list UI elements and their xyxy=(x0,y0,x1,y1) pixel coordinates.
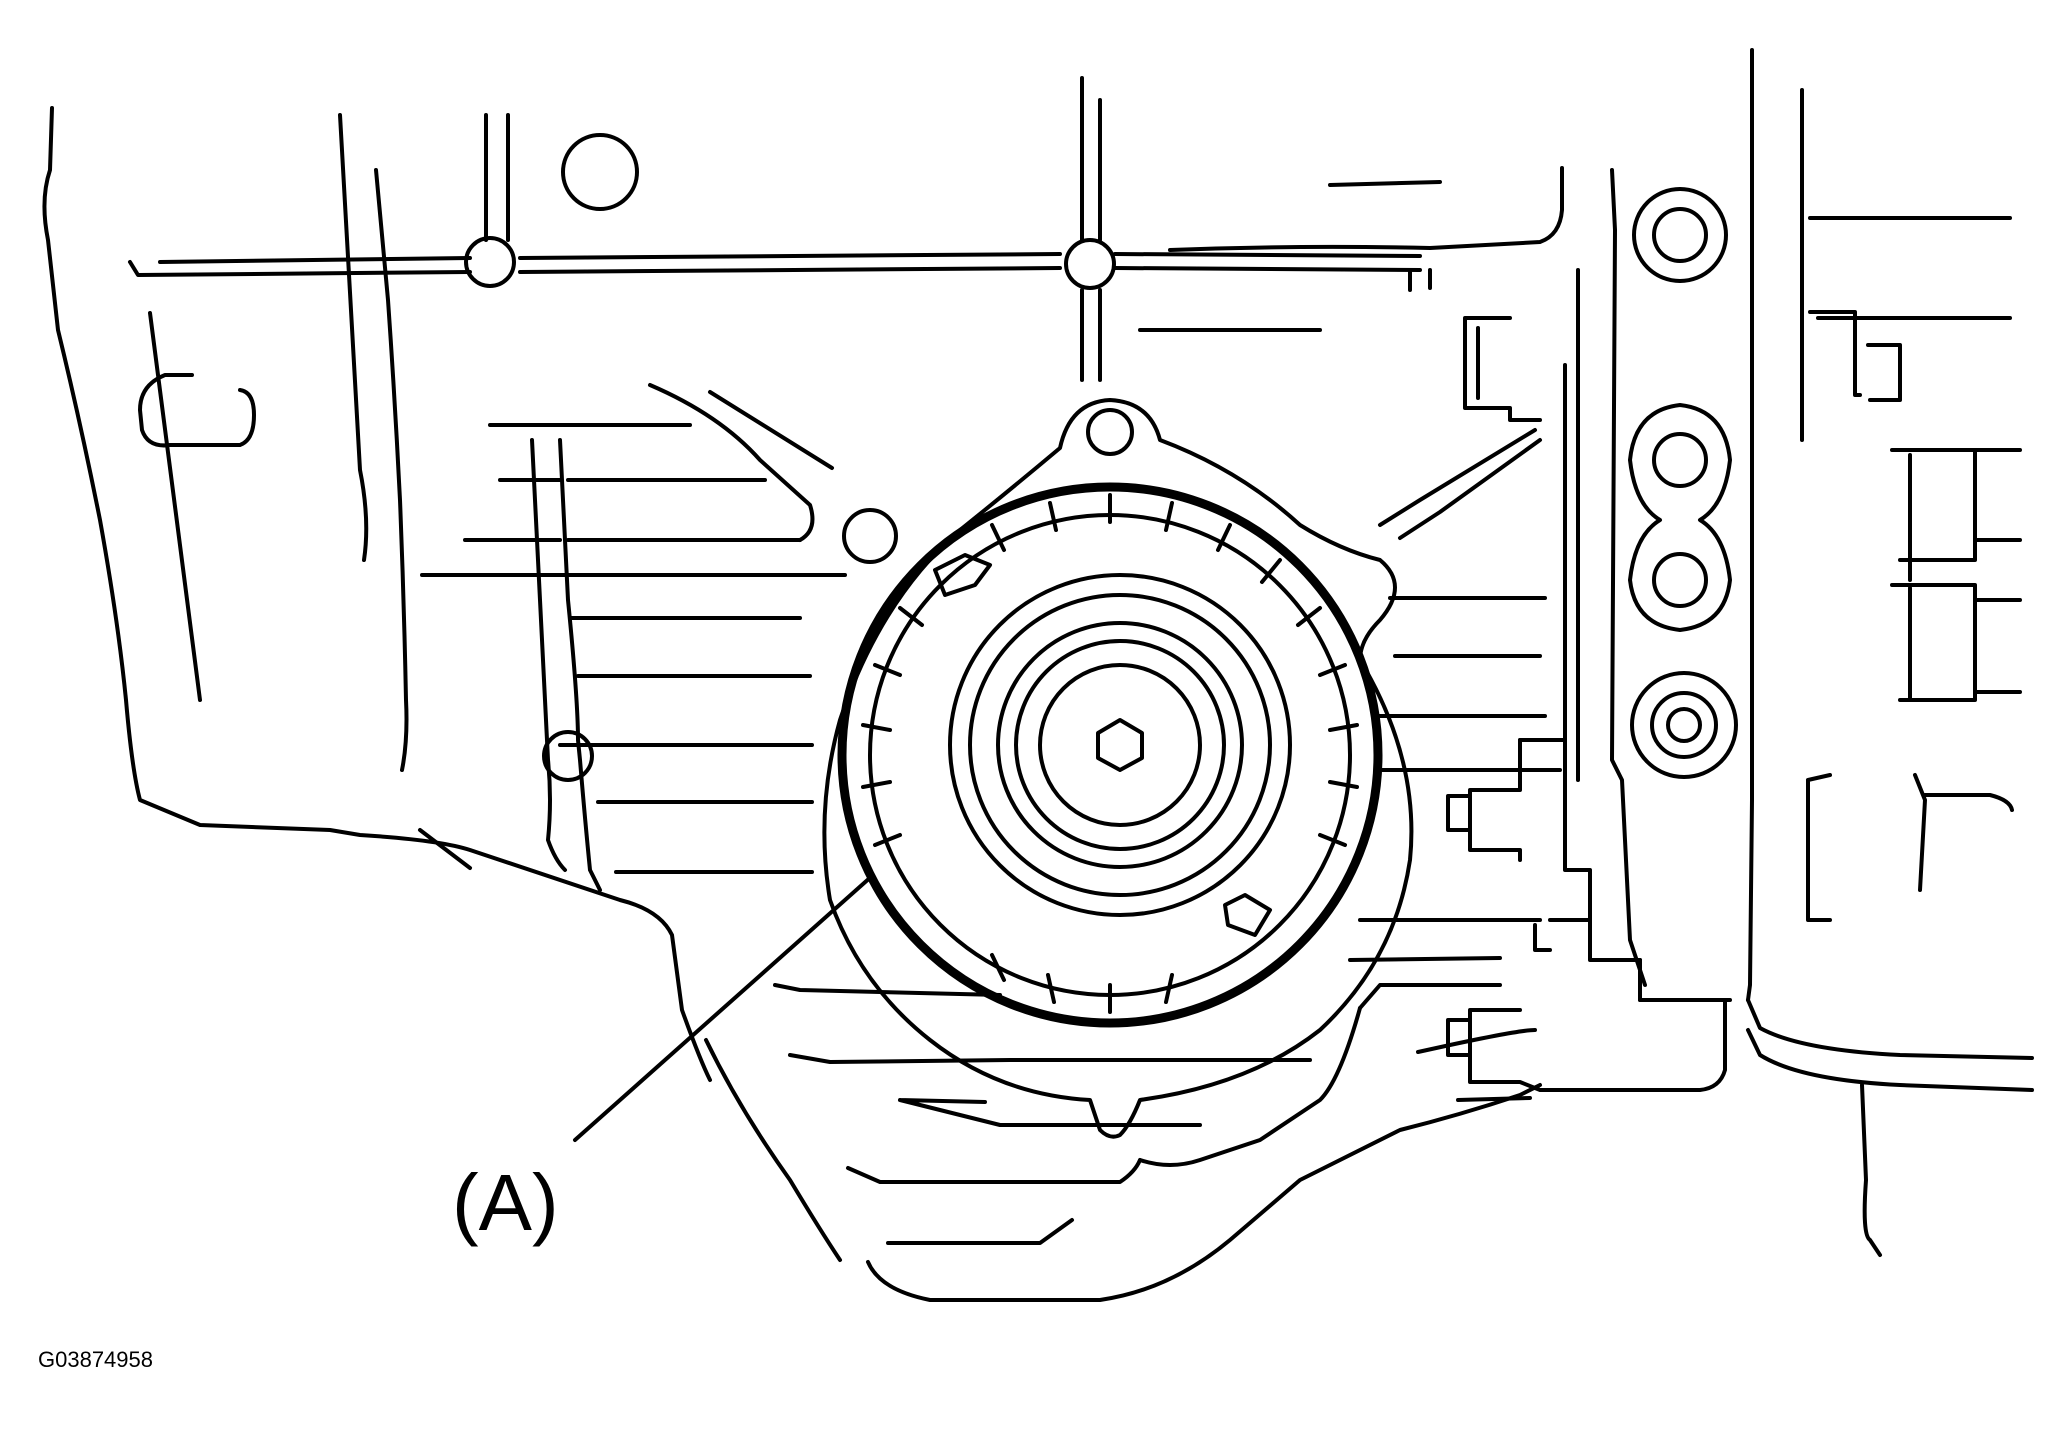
plug-icon xyxy=(1652,207,1708,263)
plug-icon xyxy=(1666,707,1702,743)
retaining-clip xyxy=(1223,893,1272,937)
ring-teeth xyxy=(861,493,1359,1014)
retaining-clip xyxy=(933,553,992,597)
bolt-icon xyxy=(1064,238,1116,290)
seal-assembly xyxy=(822,398,1414,1139)
bolt-icon xyxy=(842,508,898,564)
plug-icon xyxy=(1632,187,1728,283)
hex-nut-icon xyxy=(1096,718,1144,772)
plug-icon xyxy=(1630,671,1738,779)
fitting-group xyxy=(1628,187,1738,779)
casing-outline xyxy=(42,106,1542,1302)
plug-icon xyxy=(1652,432,1708,488)
plug-icon xyxy=(1650,691,1718,759)
callout-leader-line xyxy=(573,874,874,1142)
bolt-icon xyxy=(464,236,516,288)
double-plug-icon xyxy=(1628,403,1732,632)
figure-code: G03874958 xyxy=(38,1347,153,1372)
right-channel xyxy=(1610,48,2034,1257)
top-rail xyxy=(128,76,1564,382)
mounting-slot xyxy=(138,373,256,448)
plug-icon xyxy=(1652,552,1708,608)
bolt-icon xyxy=(1086,408,1134,456)
internal-ribs-lower xyxy=(773,918,1542,1245)
bolt-icon xyxy=(561,133,639,211)
right-housing xyxy=(1373,268,1732,1092)
internal-ribs-left xyxy=(418,383,847,892)
bolt-icon xyxy=(542,730,594,782)
callout-label-a: (A) xyxy=(452,1158,559,1247)
